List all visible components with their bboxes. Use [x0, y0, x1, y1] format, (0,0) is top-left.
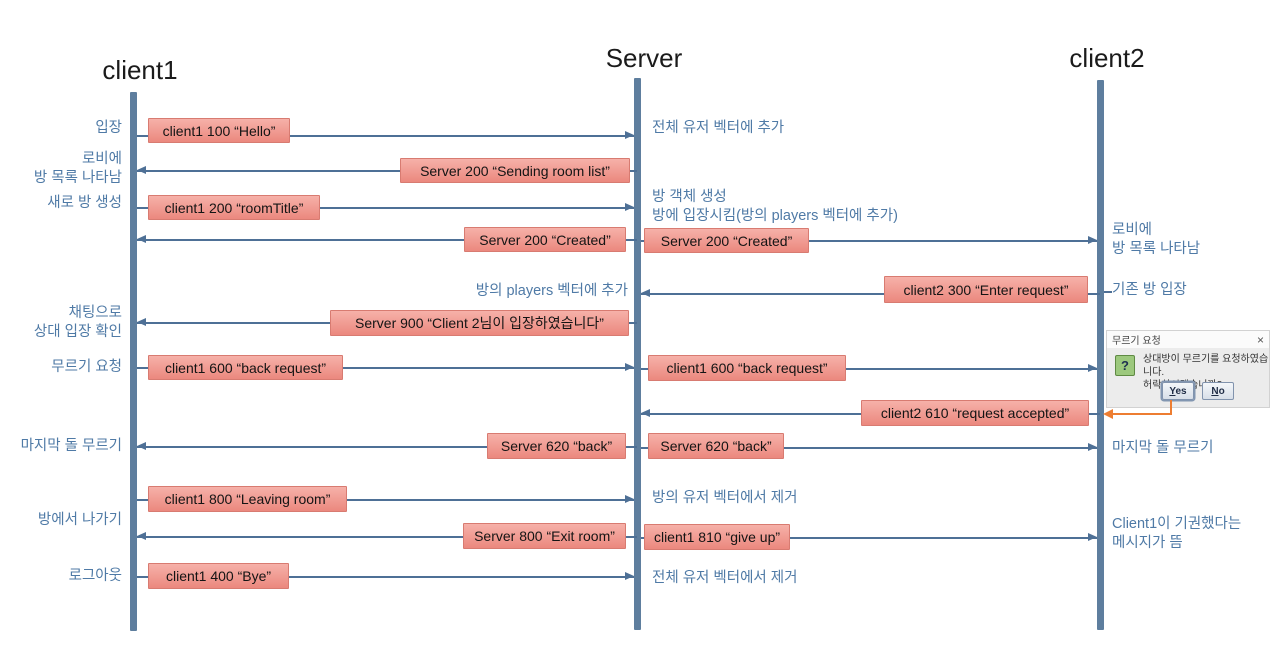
lifeline-server — [633, 78, 641, 630]
lifeline-client1 — [129, 92, 137, 631]
close-icon[interactable]: × — [1256, 332, 1264, 347]
arrowhead-right — [1088, 443, 1097, 452]
message-arrow-line — [137, 135, 634, 137]
message-box: client1 810 “give up” — [644, 524, 790, 550]
arrowhead-left — [137, 318, 146, 327]
annotation: 방에서 나가기 — [37, 512, 122, 528]
annotation: 새로 방 생성 — [47, 195, 122, 211]
dialog-body: ? 상대방이 무르기를 요청하였습니다. 허락하시겠습니까? Yes No — [1107, 348, 1269, 407]
arrowhead-left — [641, 409, 650, 418]
message-arrow-line — [137, 239, 637, 241]
message-arrow-line — [641, 293, 1100, 295]
annotation: 방의 유저 벡터에서 제거 — [652, 490, 798, 506]
actor-title-client1: client1 — [102, 55, 178, 85]
arrowhead-right — [625, 131, 634, 140]
annotation: 로그아웃 — [68, 568, 122, 584]
arrowhead-right — [1088, 364, 1097, 373]
annotation: 방 객체 생성 방에 입장시킴(방의 players 벡터에 추가) — [652, 189, 898, 224]
arrowhead-left — [641, 289, 650, 298]
yes-action-connector-horizontal — [1112, 413, 1171, 415]
actor-title-client2: client2 — [1069, 43, 1145, 73]
message-box: Server 900 “Client 2님이 입장하였습니다” — [330, 310, 629, 336]
arrowhead-left — [137, 166, 146, 175]
annotation: 무르기 요청 — [51, 359, 122, 375]
no-button[interactable]: No — [1202, 382, 1234, 400]
annotation: 방의 players 벡터에 추가 — [475, 283, 628, 299]
annotation: 마지막 돌 무르기 — [1112, 440, 1214, 456]
message-box: client1 600 “back request” — [648, 355, 846, 381]
arrowhead-right — [1088, 533, 1097, 542]
arrowhead-left — [137, 532, 146, 541]
lifeline-client2 — [1096, 80, 1104, 630]
annotation: 전체 유저 벡터에서 제거 — [652, 570, 798, 586]
annotation: 마지막 돌 무르기 — [20, 438, 122, 454]
annotation: 전체 유저 벡터에 추가 — [652, 120, 785, 136]
arrowhead-right — [625, 495, 634, 504]
message-box: Server 200 “Sending room list” — [400, 158, 630, 183]
message-box: Server 800 “Exit room” — [463, 523, 626, 549]
yes-action-connector-arrowhead — [1103, 409, 1113, 419]
message-box: Server 200 “Created” — [644, 228, 809, 253]
arrowhead-left — [137, 235, 146, 244]
dialog-buttons: Yes No — [1162, 382, 1234, 400]
message-arrow-line — [137, 207, 634, 209]
message-arrow-line — [137, 536, 637, 538]
annotation: 로비에 방 목록 나타남 — [33, 151, 122, 186]
message-arrow-line — [137, 367, 634, 369]
message-arrow-line — [137, 170, 637, 172]
message-box: client1 100 “Hello” — [148, 118, 290, 143]
annotation: 채팅으로 상대 입장 확인 — [33, 305, 122, 340]
message-box: client2 610 “request accepted” — [861, 400, 1089, 426]
message-arrow-line — [137, 499, 634, 501]
message-box: Server 620 “back” — [487, 433, 626, 459]
yes-action-connector-vertical — [1170, 400, 1172, 415]
message-arrow-line — [1104, 291, 1112, 293]
message-box: client2 300 “Enter request” — [884, 276, 1088, 303]
arrowhead-right — [625, 203, 634, 212]
message-arrow-line — [641, 447, 1097, 449]
yes-button[interactable]: Yes — [1162, 382, 1194, 400]
arrowhead-right — [625, 572, 634, 581]
undo-request-dialog: 무르기 요청 × ? 상대방이 무르기를 요청하였습니다. 허락하시겠습니까? … — [1106, 330, 1270, 408]
annotation: 기존 방 입장 — [1112, 282, 1187, 298]
message-box: Server 620 “back” — [648, 433, 784, 459]
message-box: client1 200 “roomTitle” — [148, 195, 320, 220]
dialog-title: 무르기 요청 — [1112, 336, 1161, 347]
message-box: client1 800 “Leaving room” — [148, 486, 347, 512]
message-arrow-line — [641, 240, 1097, 242]
message-arrow-line — [137, 576, 634, 578]
message-arrow-line — [137, 446, 637, 448]
actor-title-server: Server — [605, 43, 683, 73]
message-box: client1 400 “Bye” — [148, 563, 289, 589]
annotation: Client1이 기권했다는 메시지가 뜸 — [1112, 516, 1242, 551]
dialog-titlebar: 무르기 요청 × — [1107, 331, 1269, 348]
annotation: 입장 — [95, 120, 122, 136]
arrowhead-left — [137, 442, 146, 451]
message-box: client1 600 “back request” — [148, 355, 343, 380]
message-arrow-line — [641, 537, 1097, 539]
question-icon: ? — [1115, 355, 1135, 376]
annotation: 로비에 방 목록 나타남 — [1112, 222, 1201, 257]
arrowhead-right — [625, 363, 634, 372]
message-box: Server 200 “Created” — [464, 227, 626, 252]
message-arrow-line — [641, 368, 1097, 370]
arrowhead-right — [1088, 236, 1097, 245]
